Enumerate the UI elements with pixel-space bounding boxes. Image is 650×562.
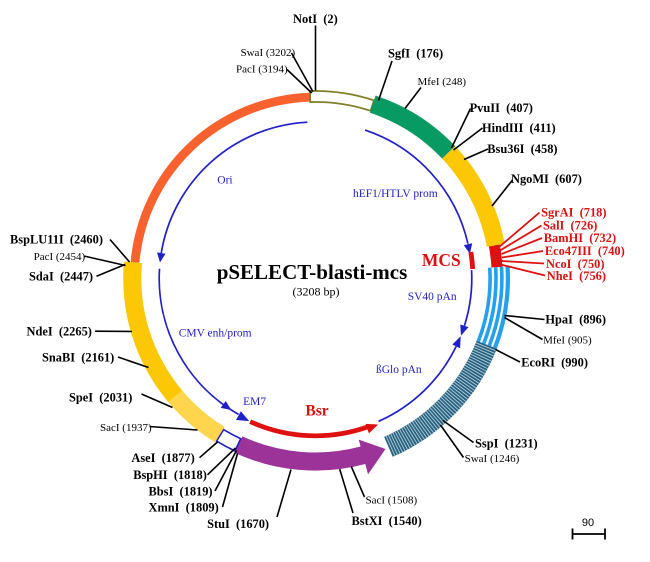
svg-text:Bsu36I (458): Bsu36I (458) <box>487 142 557 156</box>
svg-text:SacI (1937): SacI (1937) <box>100 422 152 434</box>
svg-text:NheI (756): NheI (756) <box>547 269 606 283</box>
svg-text:Ori: Ori <box>217 174 232 186</box>
svg-text:NdeI (2265): NdeI (2265) <box>27 324 92 338</box>
svg-text:ßGlo pAn: ßGlo pAn <box>376 364 422 376</box>
svg-text:NgoMI (607): NgoMI (607) <box>511 172 582 186</box>
svg-text:SnaBI (2161): SnaBI (2161) <box>42 350 114 364</box>
svg-text:hEF1/HTLV prom: hEF1/HTLV prom <box>353 188 438 200</box>
svg-text:BbsI (1819): BbsI (1819) <box>149 484 213 498</box>
svg-text:SdaI (2447): SdaI (2447) <box>29 270 93 284</box>
svg-text:SgfI (176): SgfI (176) <box>388 47 443 61</box>
svg-text:MCS: MCS <box>422 250 461 270</box>
svg-text:PacI (3194): PacI (3194) <box>236 63 288 75</box>
svg-text:HpaI (896): HpaI (896) <box>545 312 606 326</box>
svg-text:XmnI (1809): XmnI (1809) <box>149 500 219 514</box>
svg-text:SspI (1231): SspI (1231) <box>475 436 538 450</box>
svg-text:MfeI (248): MfeI (248) <box>418 76 467 88</box>
svg-text:CMV enh/prom: CMV enh/prom <box>179 327 252 339</box>
svg-text:PvuII (407): PvuII (407) <box>470 101 533 115</box>
svg-text:PacI (2454): PacI (2454) <box>34 251 86 263</box>
svg-text:Bsr: Bsr <box>305 402 328 419</box>
svg-text:StuI (1670): StuI (1670) <box>207 517 269 531</box>
svg-text:NotI (2): NotI (2) <box>293 12 338 26</box>
svg-text:EcoRI (990): EcoRI (990) <box>521 356 588 370</box>
svg-text:SalI (726): SalI (726) <box>543 218 597 232</box>
svg-text:EM7: EM7 <box>243 396 266 408</box>
svg-text:pSELECT-blasti-mcs: pSELECT-blasti-mcs <box>217 260 408 284</box>
svg-text:HindIII (411): HindIII (411) <box>482 121 556 135</box>
svg-text:90: 90 <box>582 517 594 529</box>
svg-text:SacI (1508): SacI (1508) <box>366 494 418 506</box>
svg-text:SpeI (2031): SpeI (2031) <box>69 390 132 404</box>
svg-text:AseI (1877): AseI (1877) <box>131 451 194 465</box>
svg-text:MfeI (905): MfeI (905) <box>543 334 592 346</box>
svg-text:BstXI (1540): BstXI (1540) <box>352 514 422 528</box>
svg-text:SwaI (1246): SwaI (1246) <box>465 453 520 465</box>
svg-text:SwaI (3202): SwaI (3202) <box>241 47 296 59</box>
svg-text:SV40 pAn: SV40 pAn <box>408 291 457 303</box>
svg-text:BspHI (1818): BspHI (1818) <box>133 468 207 482</box>
svg-text:(3208 bp): (3208 bp) <box>293 285 340 299</box>
svg-text:BspLU11I (2460): BspLU11I (2460) <box>10 232 103 246</box>
